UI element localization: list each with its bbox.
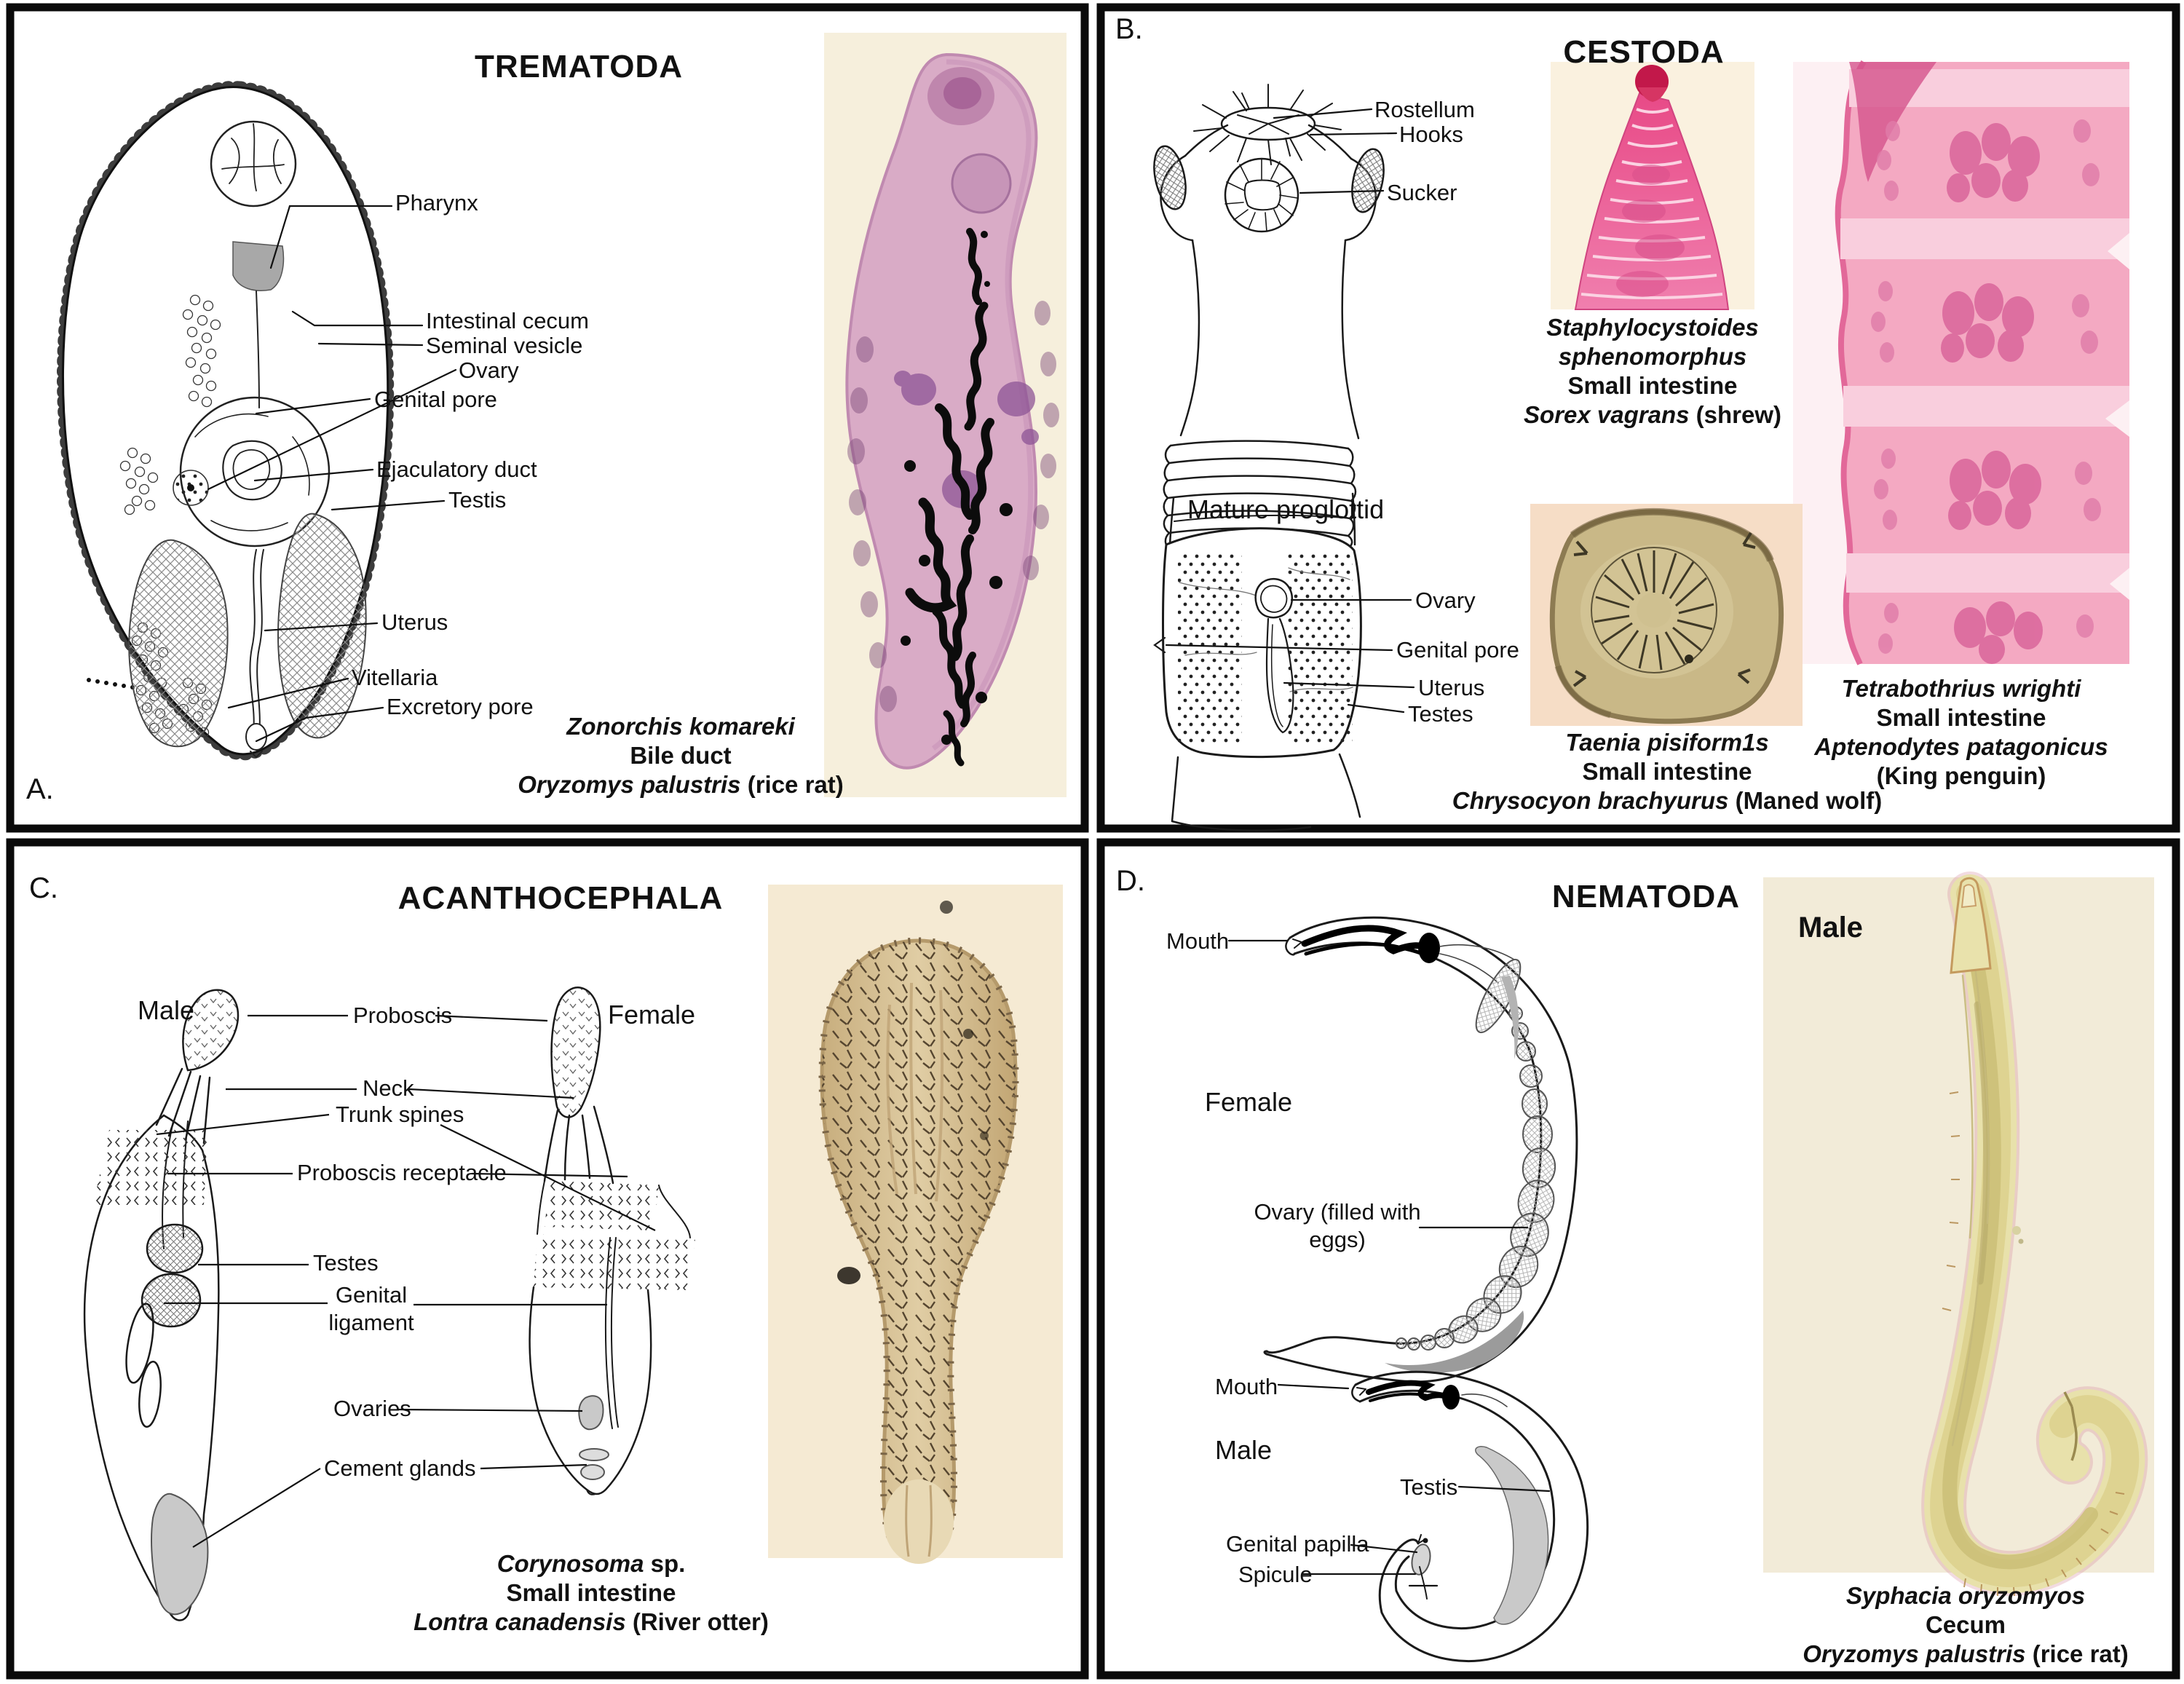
caption-syphacia-host: Oryzomys palustris (rice rat) bbox=[1803, 1640, 2129, 1667]
caption-staph-site: Small intestine bbox=[1567, 372, 1738, 399]
label-ejaculatory-duct: Ejaculatory duct bbox=[376, 456, 537, 482]
label-testes-b: Testes bbox=[1408, 701, 1473, 727]
label-testis-d: Testis bbox=[1400, 1474, 1458, 1500]
label-trunk-spines: Trunk spines bbox=[336, 1102, 464, 1127]
label-hooks: Hooks bbox=[1399, 122, 1463, 147]
label-excretory-pore: Excretory pore bbox=[387, 694, 534, 719]
panel-letter-b: B. bbox=[1115, 13, 1143, 45]
caption-corynosoma: Corynosoma sp. Small intestine Lontra ca… bbox=[414, 1549, 769, 1637]
nematode-photo bbox=[1763, 871, 2154, 1597]
acanth-leader-lines bbox=[156, 1014, 656, 1548]
caption-coryno-host: Lontra canadensis (River otter) bbox=[414, 1608, 769, 1635]
caption-syphacia-site: Cecum bbox=[1925, 1611, 2006, 1638]
panel-title-acanthocephala: ACANTHOCEPHALA bbox=[397, 880, 724, 916]
label-testis-a: Testis bbox=[448, 487, 507, 513]
acanth-female-drawing bbox=[529, 987, 695, 1495]
caption-tetra-host-species: Aptenodytes patagonicus bbox=[1814, 733, 2108, 760]
label-sucker: Sucker bbox=[1387, 180, 1457, 205]
label-uterus-b: Uterus bbox=[1418, 675, 1485, 700]
cestode-scolex-photo bbox=[1551, 62, 1754, 310]
trematode-photo bbox=[824, 33, 1067, 797]
acanth-male-drawing bbox=[83, 989, 240, 1621]
panel-title-cestoda: CESTODA bbox=[1563, 34, 1725, 70]
caption-taenia-host: Chrysocyon brachyurus (Maned wolf) bbox=[1452, 787, 1883, 814]
caption-tetra-host-common: (King penguin) bbox=[1876, 762, 2046, 789]
label-mouth-male: Mouth bbox=[1215, 1374, 1278, 1399]
label-testes-c: Testes bbox=[313, 1250, 379, 1276]
label-pharynx: Pharynx bbox=[395, 190, 478, 216]
taenia-cysticercus-photo bbox=[1530, 504, 1803, 726]
caption-staph-genus: Staphylocystoides bbox=[1546, 314, 1759, 341]
label-genital-papilla: Genital papilla bbox=[1226, 1531, 1369, 1557]
panel-borders bbox=[6, 3, 2180, 1680]
caption-trematode-species: Zonorchis komareki bbox=[566, 713, 795, 740]
panel-letter-a: A. bbox=[26, 773, 54, 805]
label-ovaries: Ovaries bbox=[333, 1396, 411, 1421]
label-uterus-a: Uterus bbox=[381, 609, 448, 635]
caption-coryno-site: Small intestine bbox=[506, 1579, 676, 1606]
label-proboscis: Proboscis bbox=[353, 1003, 453, 1028]
label-intestinal-cecum: Intestinal cecum bbox=[426, 308, 589, 333]
caption-tetra-species: Tetrabothrius wrighti bbox=[1841, 675, 2081, 702]
caption-staph-species: sphenomorphus bbox=[1558, 343, 1747, 370]
photo-label-male: Male bbox=[1798, 912, 1863, 944]
label-female-d: Female bbox=[1205, 1087, 1293, 1117]
label-male-c: Male bbox=[138, 995, 195, 1025]
acanth-proboscis-photo bbox=[768, 885, 1063, 1564]
caption-tetra-site: Small intestine bbox=[1876, 704, 2046, 731]
label-vitellaria: Vitellaria bbox=[352, 665, 438, 690]
label-genital-pore-a: Genital pore bbox=[374, 387, 497, 412]
label-spicule: Spicule bbox=[1238, 1562, 1313, 1587]
panel-letter-c: C. bbox=[29, 872, 58, 904]
label-female-c: Female bbox=[608, 1000, 696, 1029]
caption-taenia-site: Small intestine bbox=[1582, 758, 1752, 785]
label-male-d: Male bbox=[1215, 1435, 1273, 1465]
label-cement-glands: Cement glands bbox=[324, 1455, 476, 1481]
cestode-strip-photo bbox=[1793, 60, 2129, 665]
panel-letter-d: D. bbox=[1116, 865, 1145, 897]
trematode-drawing bbox=[57, 81, 457, 761]
caption-syphacia: Syphacia oryzomyos Cecum Oryzomys palust… bbox=[1803, 1581, 2129, 1669]
caption-tetrabothrius: Tetrabothrius wrighti Small intestine Ap… bbox=[1814, 674, 2108, 791]
panel-title-trematoda: TREMATODA bbox=[474, 49, 684, 84]
label-ovary-b: Ovary bbox=[1415, 588, 1476, 613]
label-mature-proglottid: Mature proglottid bbox=[1187, 494, 1385, 524]
label-rostellum: Rostellum bbox=[1374, 97, 1475, 122]
label-neck: Neck bbox=[363, 1075, 414, 1101]
caption-coryno-species: Corynosoma sp. bbox=[496, 1550, 686, 1577]
caption-syphacia-species: Syphacia oryzomyos bbox=[1845, 1582, 2086, 1609]
label-genital-pore-b: Genital pore bbox=[1396, 637, 1519, 663]
nematode-male-drawing bbox=[1227, 939, 1589, 1663]
caption-staph-host: Sorex vagrans (shrew) bbox=[1524, 401, 1781, 428]
caption-trematode: Zonorchis komareki Bile duct Oryzomys pa… bbox=[518, 712, 844, 799]
caption-trematode-site: Bile duct bbox=[630, 742, 732, 769]
caption-staphylocystoides: Staphylocystoides sphenomorphus Small in… bbox=[1524, 313, 1781, 430]
cestode-proglottid-drawing bbox=[1153, 108, 1415, 831]
caption-taenia: Taenia pisiform1s Small intestine Chryso… bbox=[1452, 728, 1882, 815]
caption-taenia-species: Taenia pisiform1s bbox=[1565, 729, 1769, 756]
panel-title-nematoda: NEMATODA bbox=[1551, 879, 1741, 914]
label-seminal-vesicle: Seminal vesicle bbox=[426, 333, 583, 358]
nematode-female-drawing bbox=[1263, 916, 1578, 1383]
caption-trematode-host: Oryzomys palustris (rice rat) bbox=[518, 771, 844, 798]
label-proboscis-receptacle: Proboscis receptacle bbox=[297, 1160, 507, 1185]
label-mouth-female: Mouth bbox=[1166, 928, 1230, 954]
cestode-scolex-drawing bbox=[1153, 84, 1385, 556]
label-ovary-a: Ovary bbox=[459, 357, 519, 383]
